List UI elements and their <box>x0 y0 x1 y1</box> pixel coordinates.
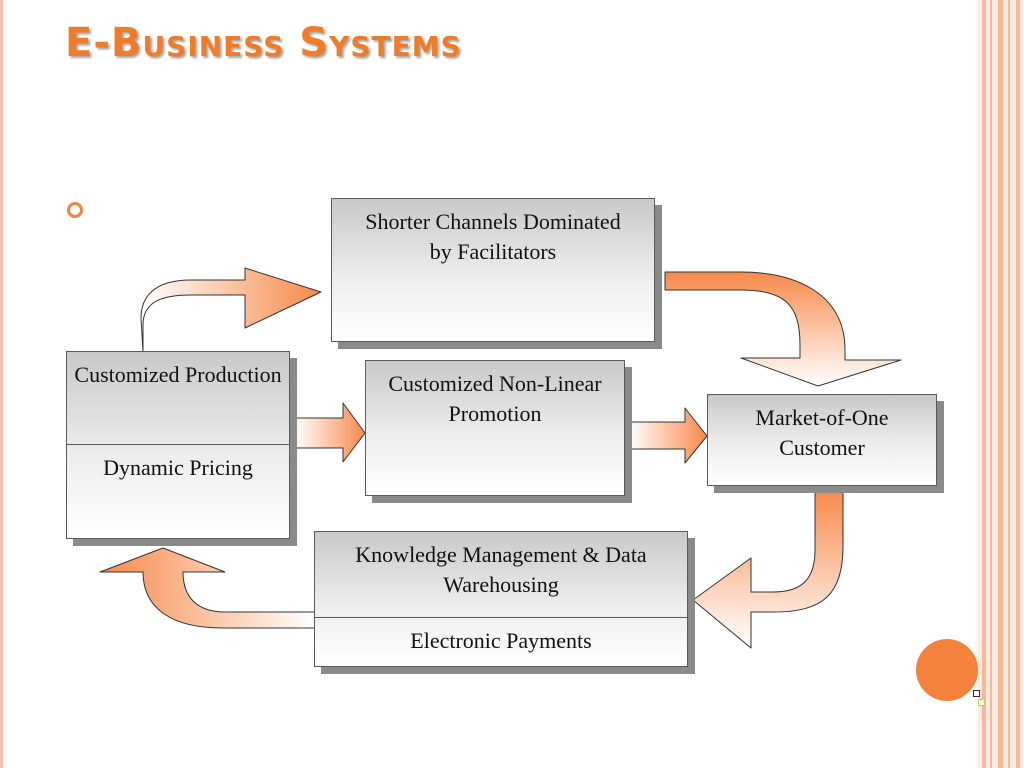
arrow-market-to-knowledge <box>692 488 844 649</box>
box-electronic-payments: Electronic Payments <box>315 617 687 666</box>
box-shorter-channels-label: Shorter Channels Dominated by Facilitato… <box>365 209 621 264</box>
right-border-stripe-4 <box>1008 0 1010 768</box>
dynamic-pricing-label: Dynamic Pricing <box>103 455 253 480</box>
right-border-stripe-3 <box>998 0 1003 768</box>
decorative-circle <box>916 639 978 701</box>
slide-canvas: E-Business Systems <box>0 0 980 768</box>
arrow-channels-to-market <box>664 271 902 387</box>
market-of-one-label: Market-of-One Customer <box>755 405 889 460</box>
arrow-promotion-to-market <box>628 407 708 464</box>
box-nonlinear-promotion: Customized Non-Linear Promotion <box>365 360 625 496</box>
box-shorter-channels: Shorter Channels Dominated by Facilitato… <box>331 198 655 342</box>
page-title: E-Business Systems <box>65 20 462 66</box>
box-market-of-one: Market-of-One Customer <box>707 394 937 486</box>
right-border-stripe-1 <box>982 0 986 768</box>
right-border-stripe-2 <box>990 0 992 768</box>
arrow-knowledge-to-pricing <box>99 547 316 629</box>
box-dynamic-pricing: Dynamic Pricing <box>67 444 289 538</box>
nonlinear-promotion-label: Customized Non-Linear Promotion <box>388 371 602 426</box>
customized-production-label: Customized Production <box>74 362 282 387</box>
diagram-arrows <box>99 267 902 649</box>
arrow-production-to-channels <box>140 267 322 353</box>
box-customized-production: Customized Production Dynamic Pricing <box>66 351 290 539</box>
decorative-square <box>973 690 980 697</box>
electronic-payments-label: Electronic Payments <box>410 628 592 653</box>
box-knowledge-management-top: Knowledge Management & Data Warehousing <box>315 532 687 617</box>
bullet-icon <box>67 202 83 218</box>
right-border-stripe-5 <box>1016 0 1020 768</box>
decorative-square-yellow <box>978 699 985 706</box>
knowledge-management-label: Knowledge Management & Data Warehousing <box>355 542 647 597</box>
arrow-production-to-promotion <box>294 402 366 463</box>
box-knowledge-management: Knowledge Management & Data Warehousing … <box>314 531 688 667</box>
box-customized-production-top: Customized Production <box>67 352 289 444</box>
